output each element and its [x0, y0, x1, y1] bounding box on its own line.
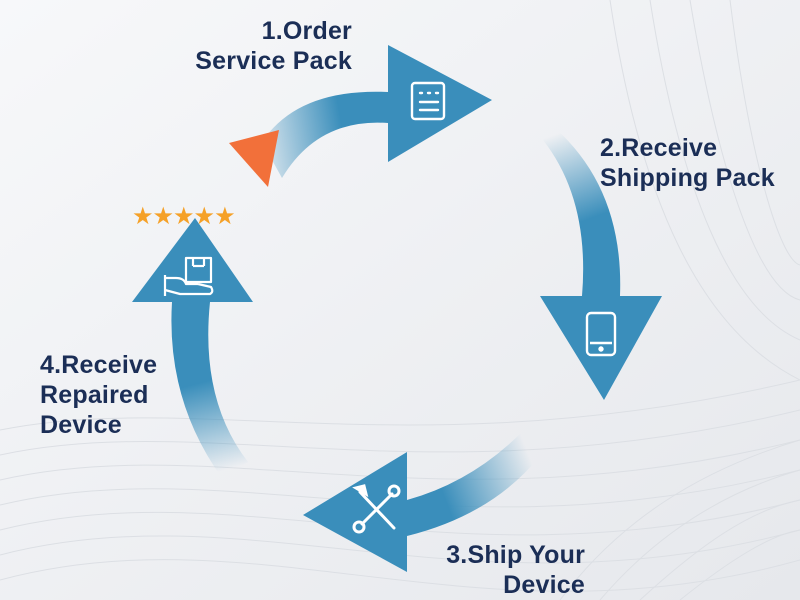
- step3-title: 3.Ship Your: [446, 541, 585, 569]
- five-star-rating-icon: ★★★★★: [132, 202, 236, 230]
- step1-label: 1.Order Service Pack: [150, 16, 352, 76]
- arrow-step4: [132, 218, 253, 478]
- arrow-step2: [540, 128, 662, 400]
- step4-subtitle-line1: Repaired: [40, 381, 149, 409]
- step1-subtitle: Service Pack: [195, 47, 352, 75]
- orange-arrowhead: [229, 130, 279, 187]
- step2-label: 2.Receive Shipping Pack: [600, 133, 795, 193]
- step2-title: 2.Receive: [600, 134, 718, 162]
- step4-label: 4.Receive Repaired Device: [40, 350, 180, 440]
- step3-subtitle: Device: [503, 571, 585, 599]
- step4-title: 4.Receive: [40, 351, 158, 379]
- step1-title: 1.Order: [261, 17, 352, 45]
- step3-label: 3.Ship Your Device: [400, 540, 585, 600]
- order-form-icon: [410, 81, 446, 121]
- arrow-step3: [303, 432, 540, 572]
- step4-subtitle-line2: Device: [40, 411, 122, 439]
- arrow-step1: [229, 45, 492, 187]
- package-in-hand-icon: [163, 256, 214, 296]
- smartphone-icon: [585, 311, 617, 357]
- repair-tools-icon: [352, 484, 401, 534]
- step2-subtitle: Shipping Pack: [600, 164, 775, 192]
